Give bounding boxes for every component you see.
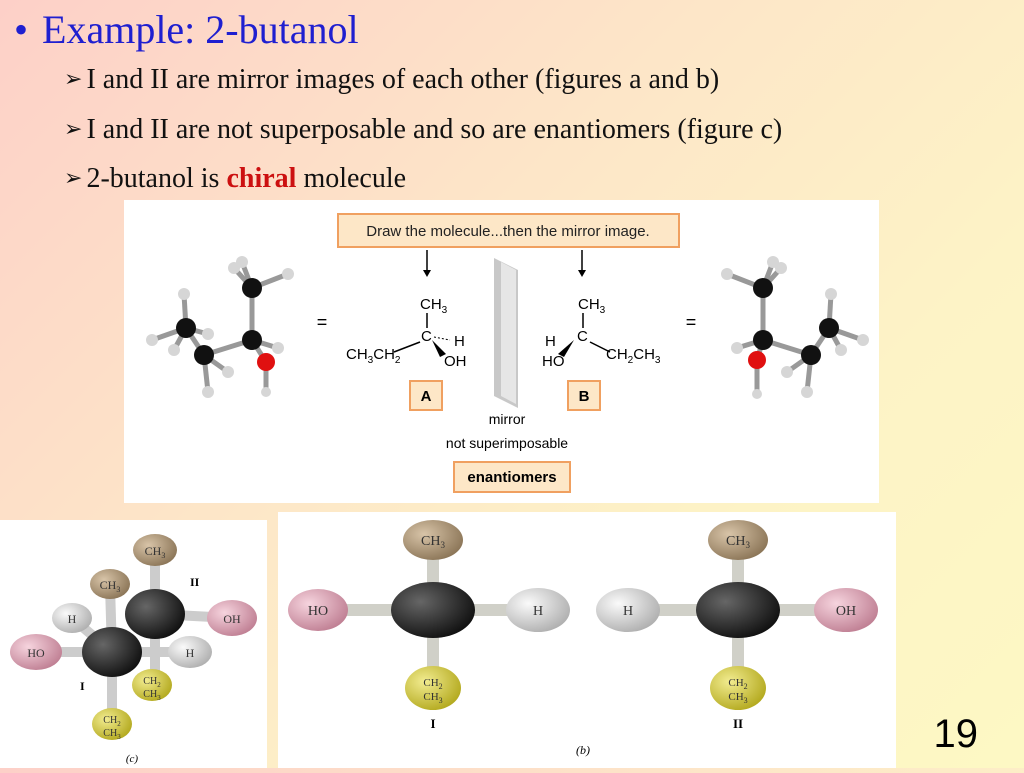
arrowhead-icon: [423, 270, 431, 277]
svg-text:CH2: CH2: [103, 715, 121, 728]
svg-text:CH2: CH2: [728, 677, 747, 691]
bullet-text-pre: 2-butanol is: [86, 163, 227, 194]
molecule-i: CH3 HO H CH2 CH3 I: [288, 520, 570, 731]
equals-sign-right: =: [686, 312, 697, 332]
svg-text:OH: OH: [444, 353, 467, 370]
ball-stick-model-right: [721, 256, 869, 399]
svg-text:H: H: [454, 333, 465, 350]
svg-text:H: H: [545, 333, 556, 350]
caption-b: (b): [576, 743, 590, 757]
svg-text:CH3: CH3: [423, 691, 442, 705]
chiral-emphasis: chiral: [226, 163, 297, 194]
dash-bond-icon: [433, 336, 451, 341]
bullet-text: I and II are not superposable and so are…: [86, 114, 783, 145]
figure-b-svg: CH3 HO H CH2 CH3 I CH3 H OH CH2: [288, 520, 878, 757]
figure-c-svg: CH3 OH II CH3 H CH2 CH3 HO H I CH2 CH3 (…: [10, 534, 257, 765]
structure-b: CH3 C H HO CH2CH3 B: [542, 296, 661, 411]
bullet-chiral: ➢2-butanol is chiral molecule: [64, 163, 406, 195]
title-bullet: •: [14, 7, 29, 52]
molecule-ii: CH3 H OH CH2 CH3 II: [596, 520, 878, 731]
wedge-bond-icon: [432, 340, 446, 357]
figure-c-superposition: CH3 OH II CH3 H CH2 CH3 HO H I CH2 CH3 (…: [0, 520, 267, 768]
svg-text:H: H: [623, 604, 633, 619]
bullet-text-post: molecule: [296, 163, 407, 194]
svg-text:CH3: CH3: [145, 544, 166, 560]
svg-text:HO: HO: [27, 646, 45, 660]
caption-c: (c): [126, 753, 139, 765]
svg-text:CH3: CH3: [726, 534, 750, 550]
arrowhead-icon: [578, 270, 586, 277]
ball-stick-model-left: [146, 256, 294, 398]
label-a: A: [421, 388, 432, 405]
svg-text:CH3CH2: CH3CH2: [346, 346, 401, 366]
svg-text:C: C: [421, 328, 432, 345]
svg-text:CH2CH3: CH2CH3: [606, 346, 661, 366]
svg-text:CH3: CH3: [103, 728, 121, 741]
arrow-bullet-icon: ➢: [64, 67, 83, 92]
label-i: I: [430, 716, 435, 731]
enantiomers-label: enantiomers: [467, 469, 556, 486]
bullet-mirror-images: ➢I and II are mirror images of each othe…: [64, 64, 719, 96]
enantiomer-drawing-figure: Draw the molecule...then the mirror imag…: [124, 200, 879, 503]
instruction-box: [337, 213, 680, 248]
svg-text:H: H: [186, 646, 195, 660]
arrow-bullet-icon: ➢: [64, 166, 83, 191]
svg-text:HO: HO: [308, 604, 328, 619]
svg-text:CH3: CH3: [143, 689, 161, 702]
mirror-label: mirror: [489, 411, 526, 427]
instruction-text: Draw the molecule...then the mirror imag…: [366, 223, 649, 240]
svg-text:C: C: [577, 328, 588, 345]
label-i: I: [80, 679, 85, 693]
svg-text:CH2: CH2: [423, 677, 442, 691]
figure-b-mirror-images: CH3 HO H CH2 CH3 I CH3 H OH CH2: [278, 512, 896, 768]
bullet-text: I and II are mirror images of each other…: [86, 64, 720, 95]
label-ii: II: [733, 716, 743, 731]
bullet-enantiomers: ➢I and II are not superposable and so ar…: [64, 114, 782, 146]
svg-text:CH3: CH3: [728, 691, 747, 705]
label-b: B: [579, 388, 590, 405]
svg-text:CH2: CH2: [143, 676, 161, 689]
structure-a: CH3 C H OH CH3CH2 A: [346, 296, 467, 411]
arrow-bullet-icon: ➢: [64, 117, 83, 142]
svg-text:OH: OH: [223, 612, 241, 626]
svg-text:HO: HO: [542, 353, 565, 370]
svg-text:OH: OH: [836, 604, 856, 619]
title-text: Example: 2-butanol: [42, 7, 359, 52]
label-ii: II: [190, 575, 200, 589]
wedge-bond-icon: [558, 340, 574, 357]
svg-text:CH3: CH3: [420, 296, 448, 316]
svg-text:H: H: [533, 604, 543, 619]
slide-title: • Example: 2-butanol: [14, 6, 359, 53]
not-superimposable-label: not superimposable: [446, 435, 568, 451]
svg-text:CH3: CH3: [578, 296, 606, 316]
equals-sign-left: =: [317, 312, 328, 332]
svg-text:H: H: [68, 612, 77, 626]
svg-text:CH3: CH3: [100, 578, 121, 594]
enantiomer-drawing-svg: Draw the molecule...then the mirror imag…: [146, 213, 869, 493]
svg-text:CH3: CH3: [421, 534, 445, 550]
enantiomers-box: [453, 461, 571, 493]
page-number: 19: [933, 712, 979, 756]
